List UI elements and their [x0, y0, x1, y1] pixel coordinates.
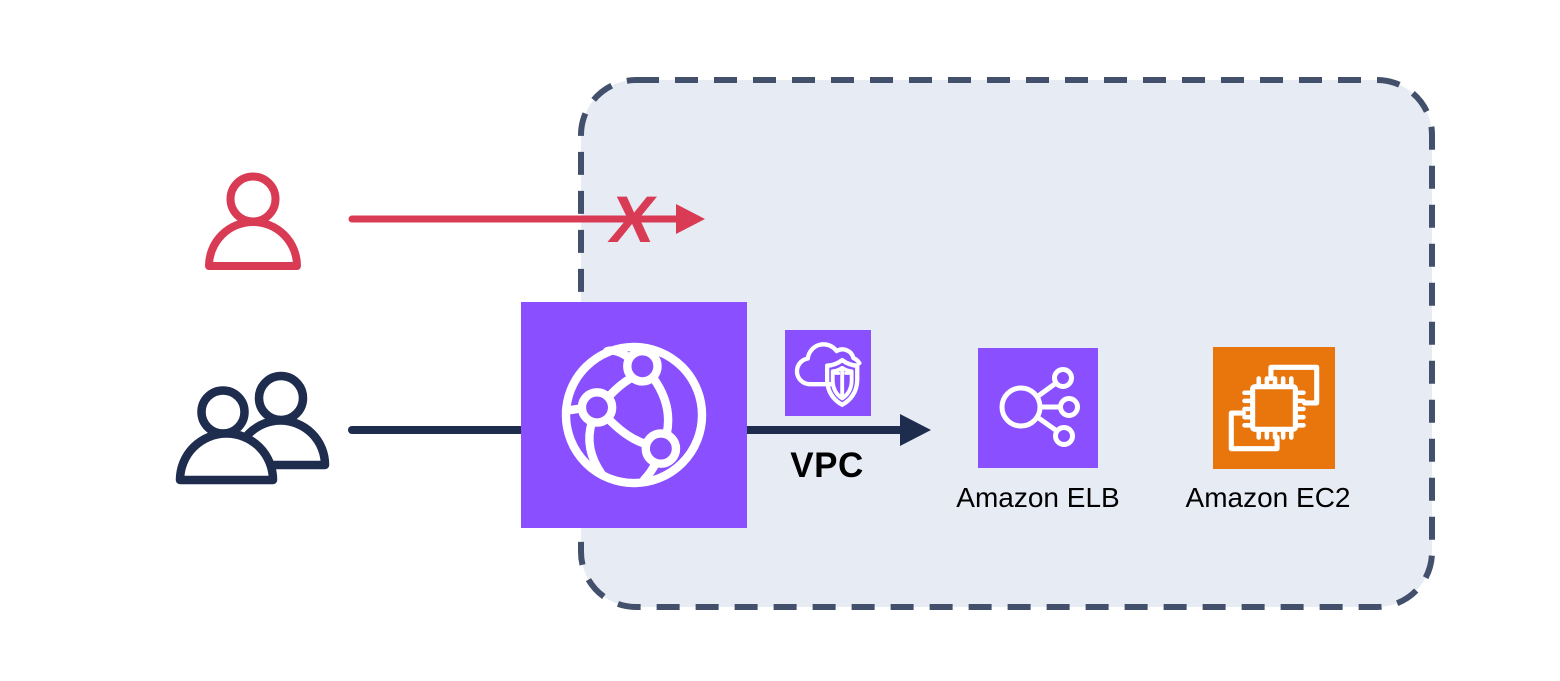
amazon-ec2-label: Amazon EC2: [1185, 482, 1351, 513]
blocked-arrowhead: [676, 204, 705, 234]
vpc-label: VPC: [790, 446, 864, 485]
cpu-chip-icon: [1228, 364, 1320, 452]
global-network-globe-icon: [561, 342, 707, 488]
vpc-badge-node: [785, 330, 871, 416]
amazon-ec2-node: [1213, 347, 1335, 469]
allowed-arrowhead: [900, 414, 931, 446]
load-balancer-icon: [999, 367, 1080, 447]
users-group-icon: [175, 371, 330, 485]
single-user-icon: [205, 172, 301, 270]
amazon-elb-label: Amazon ELB: [956, 482, 1120, 513]
cloud-shield-icon: [794, 342, 862, 407]
blocked-arrow: [348, 204, 705, 234]
network-gateway-node: [521, 302, 747, 528]
amazon-elb-node: [978, 348, 1098, 468]
blocked-x-icon: X: [604, 182, 662, 256]
